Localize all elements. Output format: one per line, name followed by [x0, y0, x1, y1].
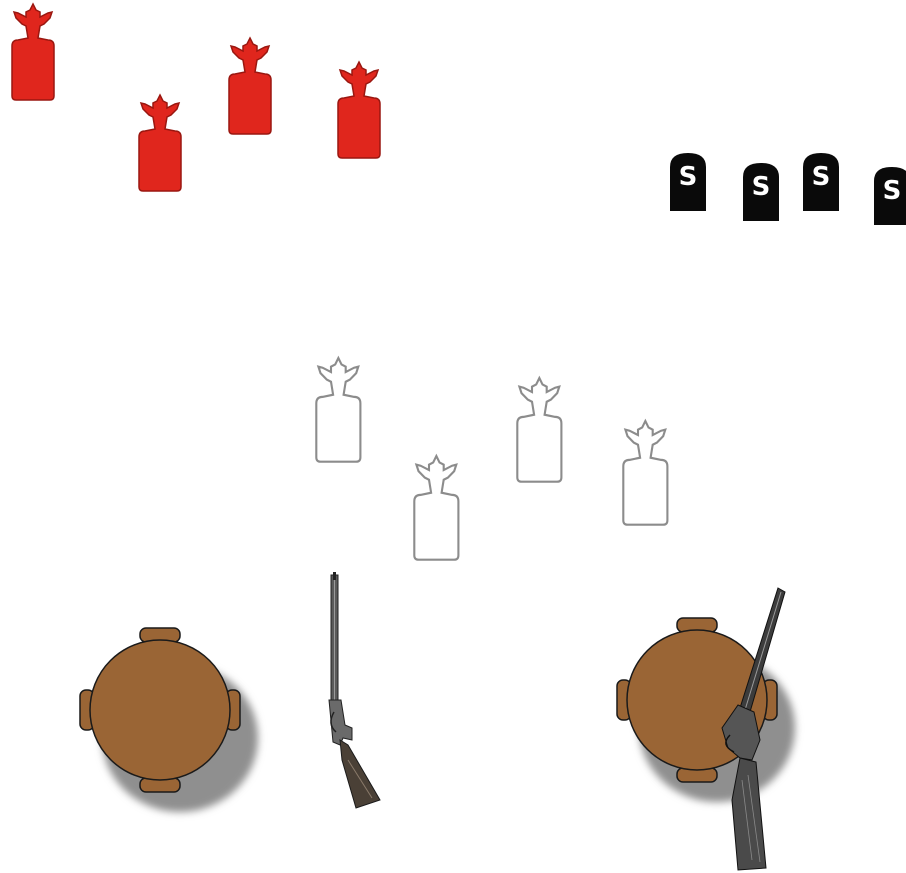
table-group: [80, 618, 795, 812]
steel-plate-icon: S: [743, 163, 779, 221]
white-target-group: [316, 358, 667, 560]
red-cowboy-target-icon: [229, 38, 271, 134]
steel-plate-icon: S: [670, 153, 706, 211]
plate-letter: S: [812, 162, 831, 192]
red-cowboy-target-icon: [139, 95, 181, 191]
white-cowboy-target-icon: [623, 421, 667, 525]
plate-letter: S: [883, 176, 902, 206]
red-cowboy-target-icon: [338, 62, 380, 158]
white-cowboy-target-icon: [414, 456, 458, 560]
plate-letter: S: [752, 172, 771, 202]
lever-action-rifle-icon: [329, 572, 380, 808]
steel-plate-icon: S: [803, 153, 839, 211]
red-target-group: [12, 4, 380, 191]
red-cowboy-target-icon: [12, 4, 54, 100]
white-cowboy-target-icon: [517, 378, 561, 482]
steel-plate-icon: S: [874, 167, 906, 225]
plate-letter: S: [679, 162, 698, 192]
round-table-icon: [80, 628, 258, 812]
white-cowboy-target-icon: [316, 358, 360, 462]
